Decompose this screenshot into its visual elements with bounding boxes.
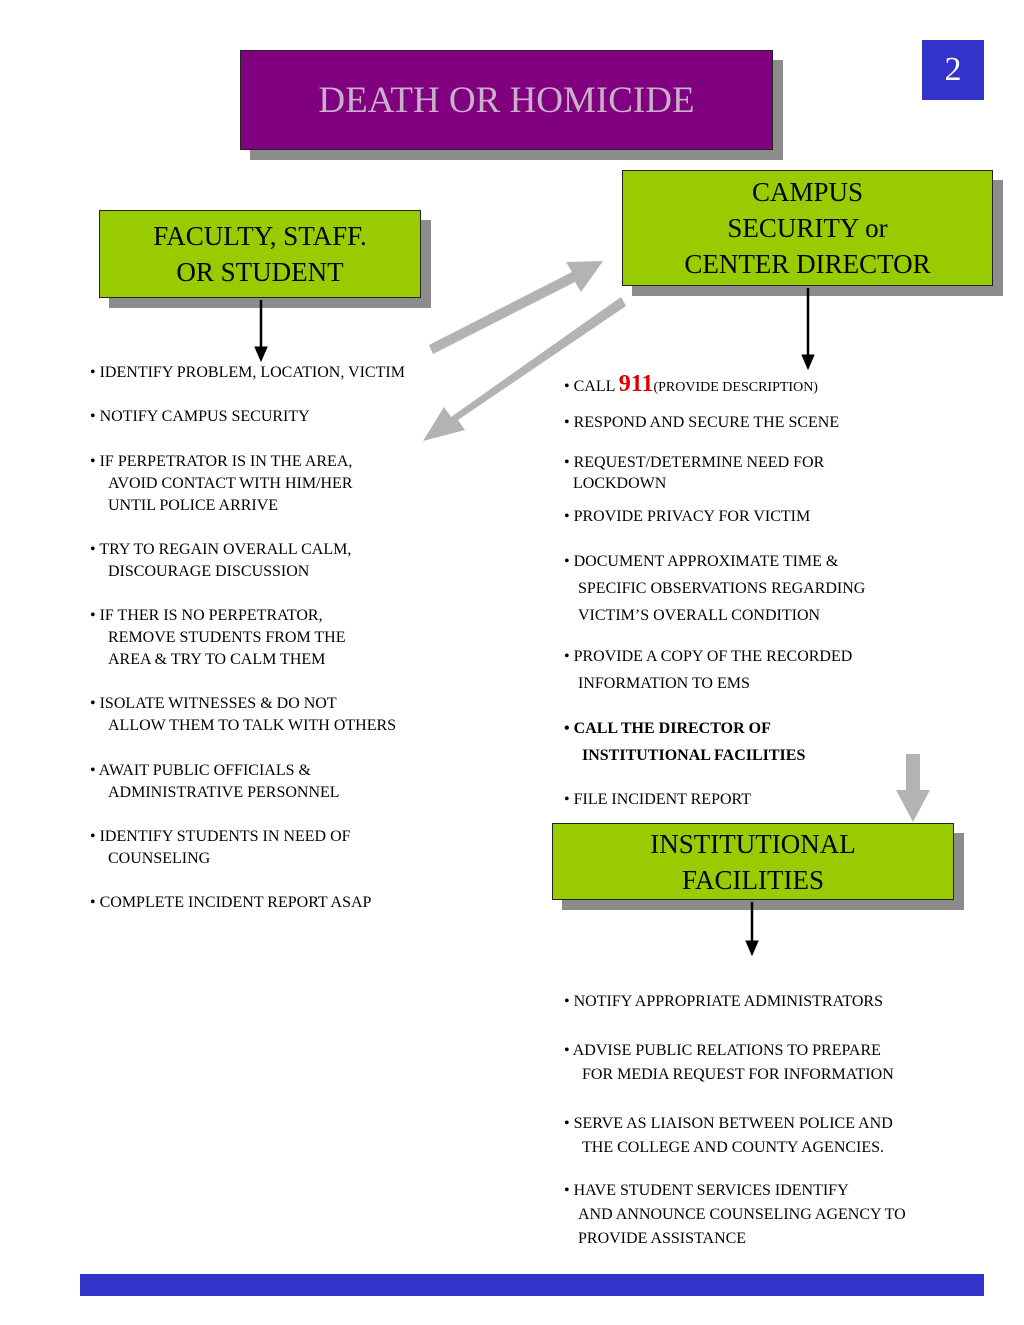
faculty-step-no-perpetrator: • IF THER IS NO PERPETRATOR, REMOVE STUD… [90, 607, 346, 668]
faculty-step-notify: • NOTIFY CAMPUS SECURITY [90, 408, 310, 425]
faculty-box-line-2: OR STUDENT [176, 257, 344, 287]
page-number-badge: 2 [922, 40, 984, 100]
faculty-step-counseling: • IDENTIFY STUDENTS IN NEED OF COUNSELIN… [90, 828, 351, 867]
gray-arrow-to-campus [429, 261, 603, 354]
gray-arrow-to-faculty [423, 297, 626, 441]
page-title: DEATH OR HOMICIDE [240, 50, 773, 150]
faculty-step-perpetrator: • IF PERPETRATOR IS IN THE AREA, AVOID C… [90, 453, 353, 514]
faculty-step-identify: • IDENTIFY PROBLEM, LOCATION, VICTIM [90, 364, 405, 381]
campus-step-respond: • RESPOND AND SECURE THE SCENE [564, 414, 840, 431]
campus-step-privacy: • PROVIDE PRIVACY FOR VICTIM [564, 508, 811, 525]
campus-step-file-report: • FILE INCIDENT REPORT [564, 791, 752, 808]
campus-security-box: CAMPUS SECURITY or CENTER DIRECTOR [622, 170, 993, 286]
campus-step-document: • DOCUMENT APPROXIMATE TIME & SPECIFIC O… [564, 553, 866, 624]
campus-box-line-2: SECURITY or [727, 213, 888, 243]
facilities-step-liaison: • SERVE AS LIAISON BETWEEN POLICE AND TH… [564, 1115, 893, 1156]
emergency-number: 911 [618, 371, 654, 397]
facilities-box-line-1: INSTITUTIONAL [650, 828, 856, 859]
facilities-step-notify: • NOTIFY APPROPRIATE ADMINISTRATORS [564, 993, 883, 1010]
faculty-down-arrowhead [254, 346, 268, 363]
campus-down-arrowhead [801, 354, 815, 371]
faculty-step-report: • COMPLETE INCIDENT REPORT ASAP [90, 894, 372, 911]
gray-down-arrow-to-facilities [896, 754, 930, 822]
campus-box-line-1: CAMPUS [751, 177, 864, 207]
campus-step-copy: • PROVIDE A COPY OF THE RECORDED INFORMA… [564, 648, 853, 692]
facilities-step-counseling-agency: • HAVE STUDENT SERVICES IDENTIFY AND ANN… [564, 1182, 906, 1247]
facilities-box-line-2: FACILITIES [682, 864, 824, 895]
campus-step-lockdown: • REQUEST/DETERMINE NEED FOR LOCKDOWN [564, 454, 825, 492]
facilities-down-arrowhead [745, 940, 759, 957]
faculty-step-isolate: • ISOLATE WITNESSES & DO NOT ALLOW THEM … [90, 695, 397, 734]
campus-step-call-911: • CALL 911(PROVIDE DESCRIPTION) [564, 371, 818, 397]
faculty-staff-student-box: FACULTY, STAFF. OR STUDENT [99, 210, 421, 298]
campus-box-line-3: CENTER DIRECTOR [684, 249, 931, 279]
faculty-step-await: • AWAIT PUBLIC OFFICIALS & ADMINISTRATIV… [90, 762, 340, 801]
campus-step-call-director: • CALL THE DIRECTOR OF INSTITUTIONAL FAC… [564, 720, 806, 764]
faculty-step-calm: • TRY TO REGAIN OVERALL CALM, DISCOURAGE… [90, 541, 352, 580]
facilities-step-public-relations: • ADVISE PUBLIC RELATIONS TO PREPARE FOR… [564, 1042, 894, 1083]
footer-bar [80, 1274, 984, 1296]
faculty-box-line-1: FACULTY, STAFF. [153, 221, 367, 251]
institutional-facilities-box: INSTITUTIONAL FACILITIES [552, 823, 954, 900]
